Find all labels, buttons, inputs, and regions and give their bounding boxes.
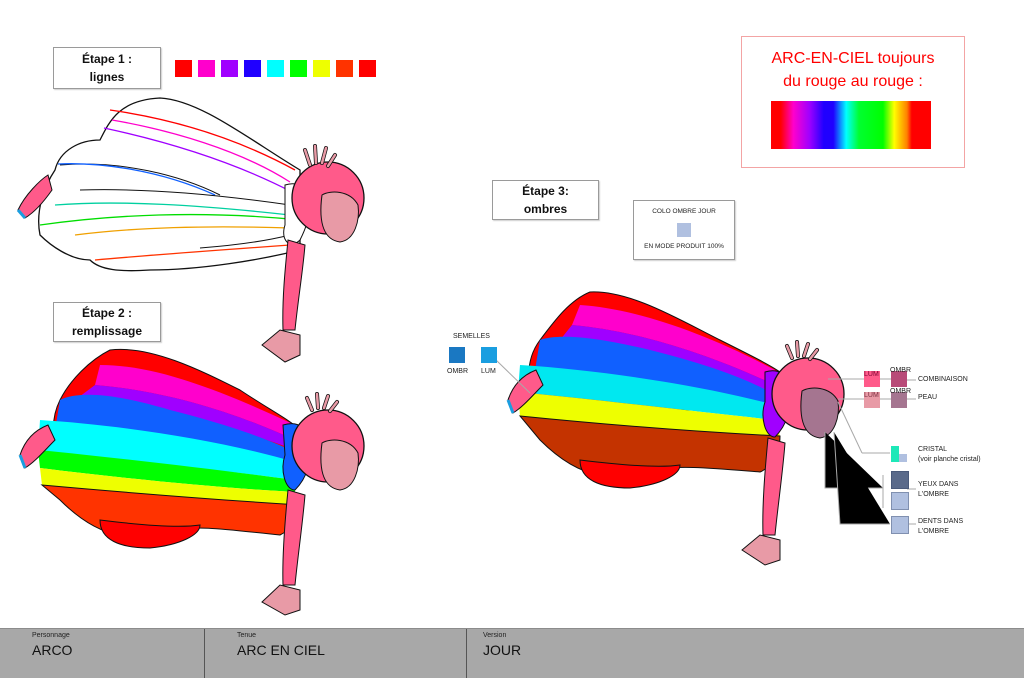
combinaison-lum-swatch: [864, 371, 880, 387]
line-color-swatch: [198, 60, 215, 77]
peau-lum-swatch: [864, 392, 880, 408]
cristal-note: (voir planche cristal): [918, 456, 981, 463]
yeux-label-2: L'OMBRE: [918, 491, 949, 498]
rainbow-note-line2: du rouge au rouge :: [783, 73, 923, 90]
shadow-color-box: COLO OMBRE JOUR EN MODE PRODUIT 100%: [633, 200, 735, 260]
semelles-ombr-swatch: [449, 347, 465, 363]
footer-personnage-label: Personnage: [32, 632, 70, 639]
line-color-swatch: [267, 60, 284, 77]
step-3-title: Étape 3:: [522, 184, 569, 198]
combinaison-label: COMBINAISON: [918, 376, 968, 383]
shadow-color-mode: EN MODE PRODUIT 100%: [644, 243, 724, 250]
step-1-title: Étape 1 :: [81, 52, 132, 66]
step-3-label: Étape 3: ombres: [492, 180, 599, 220]
peau-label: PEAU: [918, 394, 938, 401]
rainbow-note-text: ARC-EN-CIEL toujours du rouge au rouge :: [742, 47, 964, 93]
line-color-swatch: [336, 60, 353, 77]
line-color-swatches: [175, 60, 376, 77]
footer-info-bar: Personnage ARCO Tenue ARC EN CIEL Versio…: [0, 628, 1024, 678]
combinaison-ombr-label: OMBR: [890, 367, 911, 374]
shadow-color-swatch: [677, 223, 691, 237]
footer-version: Version JOUR: [466, 629, 1024, 678]
footer-personnage-value: ARCO: [32, 642, 73, 658]
step-2-label: Étape 2 : remplissage: [53, 302, 161, 342]
cristal-swatch-1: [891, 446, 899, 462]
dents-label-2: L'OMBRE: [918, 528, 949, 535]
step-2-title: Étape 2 :: [81, 306, 132, 320]
footer-personnage: Personnage ARCO: [0, 629, 204, 678]
dents-swatch: [891, 516, 909, 534]
dents-label-1: DENTS DANS: [918, 518, 964, 525]
rainbow-gradient-bar: [771, 101, 931, 149]
combinaison-lum-label: LUM: [864, 371, 879, 378]
line-color-swatch: [175, 60, 192, 77]
step-3-subtitle: ombres: [523, 202, 568, 216]
footer-version-value: JOUR: [483, 642, 522, 658]
line-color-swatch: [290, 60, 307, 77]
yeux-light-swatch: [891, 492, 909, 510]
semelles-ombr-label: OMBR: [447, 368, 468, 375]
footer-tenue-label: Tenue: [237, 632, 257, 639]
cristal-label: CRISTAL: [918, 446, 948, 453]
line-color-swatch: [359, 60, 376, 77]
peau-lum-label: LUM: [864, 392, 879, 399]
line-color-swatch: [221, 60, 238, 77]
line-color-swatch: [244, 60, 261, 77]
step-2-subtitle: remplissage: [71, 324, 143, 338]
footer-tenue: Tenue ARC EN CIEL: [204, 629, 467, 678]
semelles-lum-label: LUM: [481, 368, 496, 375]
footer-version-label: Version: [483, 632, 507, 639]
semelles-label: SEMELLES: [453, 333, 490, 340]
step-1-label: Étape 1 : lignes: [53, 47, 161, 89]
cristal-swatch-2: [899, 454, 907, 462]
combinaison-ombr-swatch: [891, 371, 907, 387]
peau-ombr-label: OMBR: [890, 388, 911, 395]
yeux-label-1: YEUX DANS: [918, 481, 959, 488]
footer-tenue-value: ARC EN CIEL: [237, 642, 325, 658]
step-1-subtitle: lignes: [89, 70, 125, 84]
rainbow-note: ARC-EN-CIEL toujours du rouge au rouge :: [741, 36, 965, 168]
semelles-lum-swatch: [481, 347, 497, 363]
line-color-swatch: [313, 60, 330, 77]
yeux-dark-swatch: [891, 471, 909, 489]
peau-ombr-swatch: [891, 392, 907, 408]
rainbow-note-line1: ARC-EN-CIEL toujours: [771, 50, 935, 67]
shadow-color-title: COLO OMBRE JOUR: [652, 208, 716, 215]
